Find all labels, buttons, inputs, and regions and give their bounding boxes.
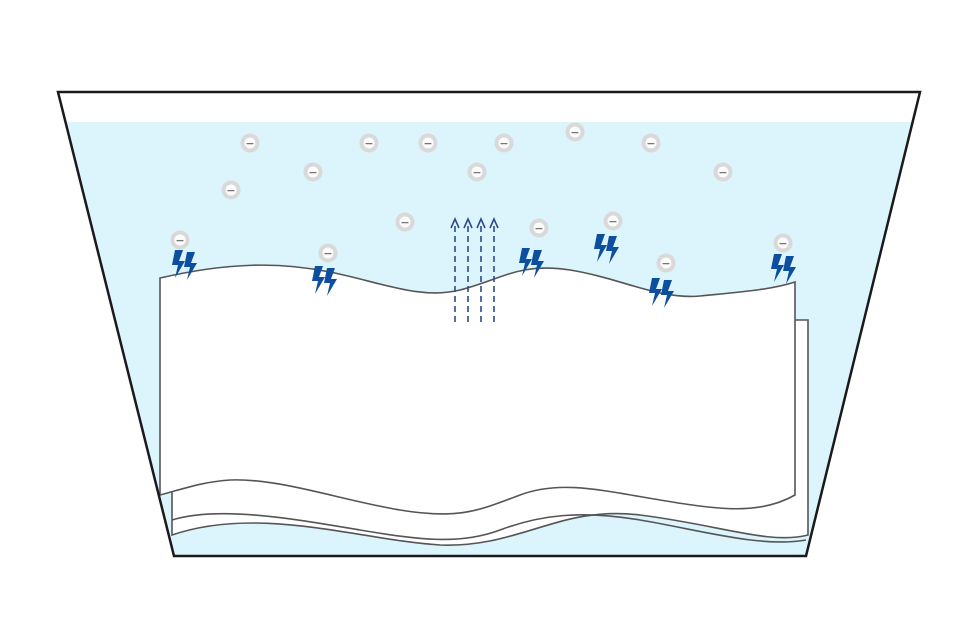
ion: −: [603, 211, 623, 231]
ion: −: [565, 122, 585, 142]
ion: −: [773, 233, 793, 253]
ion-sign: −: [646, 137, 655, 150]
ions: − − − − − − − − − − − − − − − − −: [170, 122, 793, 273]
ion-sign: −: [608, 215, 617, 228]
ion: −: [240, 133, 260, 153]
ion-sign: −: [778, 237, 787, 250]
ion-sign: −: [226, 184, 235, 197]
ion-sign: −: [400, 216, 409, 229]
ion: −: [359, 133, 379, 153]
ion-sign: −: [308, 166, 317, 179]
lightning-bolt: [519, 248, 544, 278]
ion-sign: −: [364, 137, 373, 150]
ion: −: [529, 218, 549, 238]
lightning-bolt: [771, 254, 796, 284]
lightning-bolt: [312, 266, 337, 296]
lightning-bolt: [594, 234, 619, 264]
lightning-bolt: [172, 250, 197, 280]
ion-sign: −: [323, 247, 332, 260]
ion: −: [170, 230, 190, 250]
ion-sign: −: [661, 257, 670, 270]
upward-arrow: [450, 217, 460, 322]
upward-arrow: [489, 217, 499, 322]
ion-sign: −: [718, 166, 727, 179]
ion: −: [494, 133, 514, 153]
ion: −: [303, 162, 323, 182]
tank-outline: [56, 90, 922, 558]
upward-arrows: [450, 217, 499, 322]
ion-sign: −: [423, 137, 432, 150]
ion: −: [467, 162, 487, 182]
ion-sign: −: [499, 137, 508, 150]
ion: −: [318, 243, 338, 263]
front-sheet: [159, 264, 796, 515]
sheet-roll-layer: [171, 512, 807, 543]
upward-arrow: [476, 217, 486, 322]
ion-sign: −: [534, 222, 543, 235]
ion: −: [395, 212, 415, 232]
ion-sign: −: [175, 234, 184, 247]
ion-sign: −: [245, 137, 254, 150]
upward-arrow: [463, 217, 473, 322]
ion: −: [418, 133, 438, 153]
ion-sign: −: [570, 126, 579, 139]
lightning-bolt: [649, 278, 674, 308]
lightning-bolts: [172, 234, 796, 308]
ion: −: [221, 180, 241, 200]
ion: −: [656, 253, 676, 273]
ion-sign: −: [472, 166, 481, 179]
ion: −: [641, 133, 661, 153]
ion: −: [713, 162, 733, 182]
